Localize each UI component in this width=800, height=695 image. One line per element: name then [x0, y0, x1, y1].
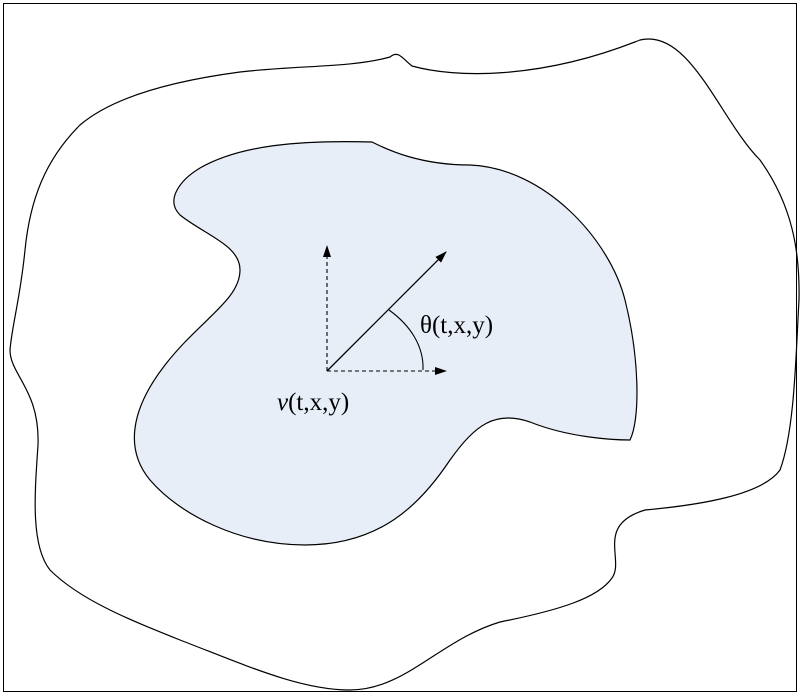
speed-label: v(t,x,y) — [277, 389, 349, 416]
velocity-arrow — [326, 251, 447, 372]
theta-label: θ(t,x,y) — [420, 312, 493, 339]
speed-symbol: v — [277, 389, 289, 416]
angle-arc — [388, 309, 424, 371]
outer-boundary — [9, 38, 800, 691]
inner-region — [133, 141, 638, 546]
speed-args: (t,x,y) — [288, 389, 349, 416]
